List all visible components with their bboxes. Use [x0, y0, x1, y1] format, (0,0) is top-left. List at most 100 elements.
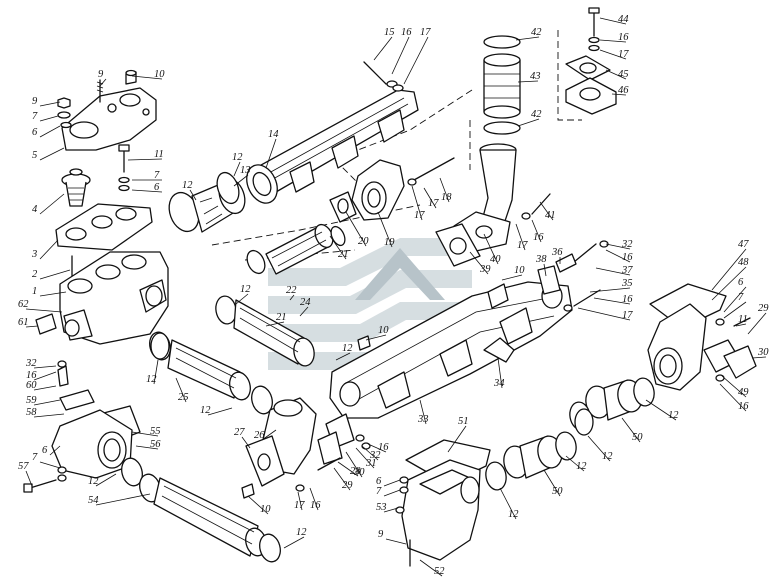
callout-leader	[283, 536, 305, 549]
part-label-6: 6	[32, 127, 38, 138]
connecting-pipe-24	[215, 295, 315, 367]
callout-leader	[233, 161, 241, 177]
part-label-36: 36	[551, 247, 563, 258]
part-label-29: 29	[342, 480, 353, 491]
callout-leader	[131, 189, 163, 193]
part-label-17: 17	[294, 500, 305, 511]
part-label-42: 42	[531, 27, 542, 38]
part-label-10: 10	[378, 325, 389, 336]
o-rings	[150, 332, 594, 504]
callout-leader	[385, 538, 407, 545]
part-label-45: 45	[618, 69, 629, 80]
part-label-6: 6	[154, 182, 160, 193]
part-label-12: 12	[232, 152, 243, 163]
part-label-7: 7	[376, 486, 382, 497]
callout-leader	[719, 383, 747, 412]
part-label-15: 15	[384, 27, 395, 38]
part-label-16: 16	[401, 27, 412, 38]
part-label-17: 17	[420, 27, 431, 38]
callout-leader	[499, 487, 517, 520]
part-label-21: 21	[338, 249, 349, 260]
callout-leader	[189, 189, 197, 201]
part-label-28: 28	[350, 466, 361, 477]
part-label-7: 7	[738, 292, 744, 303]
callout-leader	[711, 248, 747, 291]
part-label-17: 17	[622, 310, 633, 321]
part-label-17: 17	[414, 210, 425, 221]
callout-leader	[153, 359, 159, 385]
callout-leader	[383, 489, 401, 497]
callout-leader	[543, 469, 561, 497]
callout-leader	[645, 399, 677, 421]
callout-leader	[439, 177, 450, 203]
part-label-50: 50	[552, 486, 563, 497]
outlet-elbow-19	[329, 157, 455, 223]
part-label-12: 12	[668, 410, 679, 421]
part-label-38: 38	[535, 254, 547, 265]
part-label-41: 41	[545, 210, 556, 221]
callout-leader	[391, 36, 410, 75]
part-label-43: 43	[530, 71, 541, 82]
part-label-6: 6	[376, 476, 382, 487]
part-label-42: 42	[531, 109, 542, 120]
part-label-12: 12	[296, 527, 307, 538]
part-label-9: 9	[378, 529, 384, 540]
ring-sleeve-13	[168, 171, 246, 233]
part-label-7: 7	[32, 111, 38, 122]
part-label-50: 50	[632, 432, 643, 443]
callout-leader	[329, 235, 347, 260]
callout-leader	[605, 249, 631, 263]
callout-leader	[345, 451, 363, 478]
callout-leader	[611, 93, 627, 96]
part-label-27: 27	[234, 427, 245, 438]
callout-leader	[367, 443, 387, 453]
part-label-59: 59	[26, 395, 37, 406]
part-label-12: 12	[200, 405, 211, 416]
callout-leader	[419, 559, 443, 577]
part-label-3: 3	[31, 249, 37, 260]
callout-leader	[483, 233, 499, 265]
callout-leader	[233, 174, 249, 187]
callout-leader	[33, 365, 57, 369]
callout-leader	[721, 375, 747, 398]
part-label-25: 25	[178, 392, 189, 403]
callout-leader	[377, 211, 393, 248]
callout-leader	[207, 407, 233, 416]
callout-leader	[95, 473, 117, 487]
part-label-12: 12	[602, 451, 613, 462]
part-label-16: 16	[533, 232, 544, 243]
callout-leader	[543, 263, 547, 277]
part-label-62: 62	[18, 299, 29, 310]
part-label-58: 58	[26, 407, 37, 418]
callout-leader	[599, 49, 627, 60]
callout-leader	[95, 493, 151, 506]
part-label-26: 26	[254, 430, 265, 441]
part-label-39: 39	[479, 264, 491, 275]
part-label-2: 2	[32, 269, 38, 280]
callout-leader	[711, 266, 747, 301]
callout-leader	[345, 211, 367, 247]
part-label-24: 24	[300, 297, 311, 308]
part-label-12: 12	[576, 461, 587, 472]
callout-leader	[25, 325, 39, 328]
callout-leader	[723, 301, 747, 319]
callout-leader	[25, 308, 63, 313]
callout-leader	[39, 125, 61, 138]
part-label-13: 13	[240, 165, 251, 176]
callout-leader	[39, 147, 65, 161]
callout-leader	[517, 80, 539, 83]
part-label-48: 48	[738, 257, 749, 268]
assembly-lines	[211, 30, 582, 261]
callout-leader	[25, 470, 33, 487]
callout-leader	[593, 297, 631, 305]
outlet-body-52	[395, 439, 491, 567]
part-label-30: 30	[353, 467, 365, 478]
part-label-32: 32	[25, 358, 37, 369]
part-label-9: 9	[98, 69, 104, 80]
part-label-53: 53	[376, 502, 387, 513]
part-label-12: 12	[182, 180, 193, 191]
part-label-57: 57	[18, 461, 29, 472]
callout-leader	[589, 287, 631, 293]
